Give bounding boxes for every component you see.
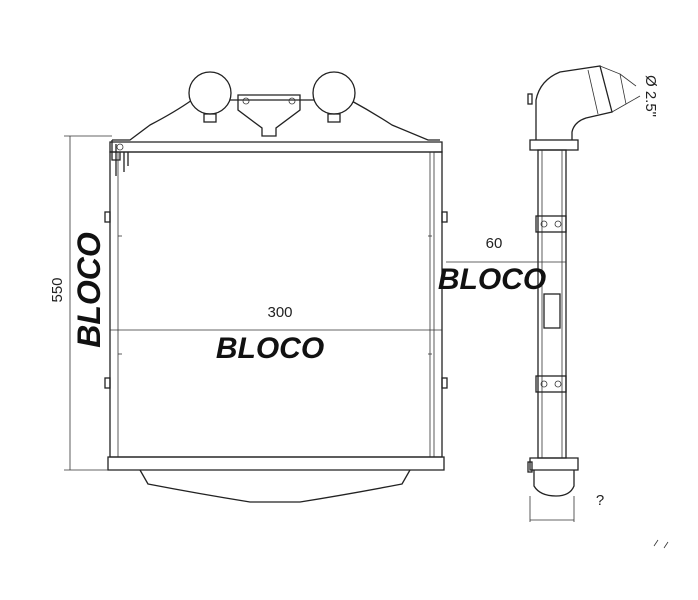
mount-tab-right-2 — [441, 377, 448, 389]
height-dimension-label: 550 — [49, 277, 66, 302]
watermark-bloco-center: BLOCO — [216, 332, 324, 365]
side-bracket-upper — [535, 215, 567, 233]
width-dimension-label: 300 — [267, 304, 292, 321]
top-center-bracket — [237, 94, 301, 137]
side-bottom-collar — [529, 457, 579, 471]
left-top-bracket-detail — [115, 144, 129, 176]
mount-tab-left-1 — [104, 211, 111, 223]
outlet-pipe-left-neck — [203, 113, 217, 123]
pipe-diameter-label: Ø 2.5" — [642, 75, 659, 117]
side-top-collar — [529, 139, 579, 151]
watermark-bloco-vertical: BLOCO — [71, 232, 107, 348]
front-view — [64, 71, 448, 503]
elbow-pipe — [535, 65, 613, 140]
side-center-slot — [543, 293, 561, 329]
mount-tab-right-1 — [441, 211, 448, 223]
side-view — [446, 65, 641, 522]
mount-tab-left-2 — [104, 377, 111, 389]
watermark-bloco-side: BLOCO — [438, 263, 546, 296]
top-tank — [112, 99, 440, 141]
bottom-tank — [139, 469, 411, 503]
outlet-pipe-right — [312, 71, 356, 115]
left-bracket-bolt — [116, 143, 124, 151]
bracket-bolt-left — [242, 97, 250, 105]
side-bottom-cap — [533, 470, 575, 497]
scan-mark — [653, 539, 669, 549]
unknown-dimension-label: ? — [596, 492, 604, 509]
bracket-bolt-right — [288, 97, 296, 105]
outlet-pipe-right-neck — [327, 113, 341, 123]
depth-dimension-label: 60 — [486, 235, 503, 252]
bottom-header-plate — [107, 456, 445, 471]
side-bracket-lower — [535, 375, 567, 393]
outlet-pipe-left — [188, 71, 232, 115]
top-header-plate — [109, 141, 443, 153]
